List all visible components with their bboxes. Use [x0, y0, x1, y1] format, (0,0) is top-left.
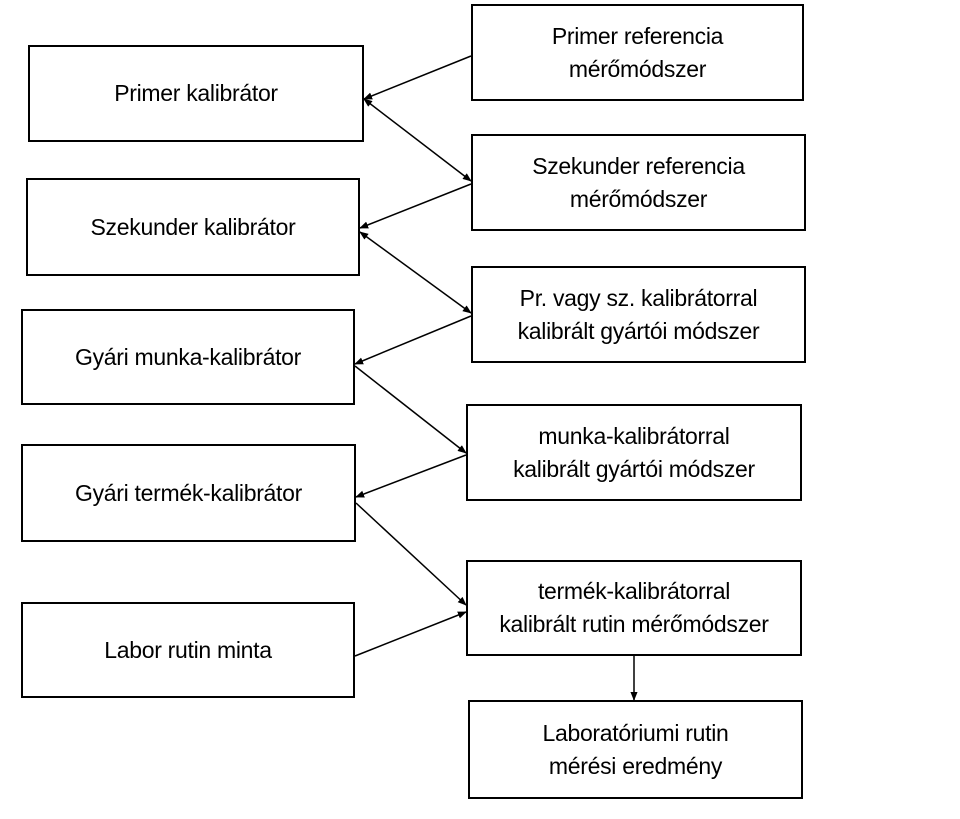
arrow-secondary-ref-to-secondary-cal: [359, 183, 472, 229]
manufacturer-method-working-calibrator-box: munka-kalibrátorral kalibrált gyártói mó…: [466, 404, 802, 501]
arrow-product-cal-to-routine-method: [355, 502, 467, 606]
lab-routine-result-box: Laboratóriumi rutin mérési eredmény: [468, 700, 803, 799]
arrow-secondary-cal-to-manufacturer-method: [359, 231, 472, 314]
box-label-line-2: mérőmódszer: [569, 185, 708, 212]
arrow-sample-to-routine-method: [354, 611, 467, 657]
box-label: Gyári munka-kalibrátor: [74, 343, 302, 370]
lab-routine-sample-box: Labor rutin minta: [21, 602, 355, 698]
box-label: Primer kalibrátor: [114, 80, 278, 106]
box-label-line-1: termék-kalibrátorral: [537, 578, 731, 604]
arrow-primary-ref-to-primary-cal: [363, 55, 472, 100]
primary-calibrator-box: Primer kalibrátor: [28, 45, 364, 142]
box-label-line-1: Pr. vagy sz. kalibrátorral: [519, 284, 758, 311]
primary-reference-method-box: Primer referencia mérőmódszer: [471, 4, 804, 101]
box-label-line-2: kalibrált gyártói módszer: [517, 317, 760, 344]
arrow-primary-cal-to-secondary-ref: [363, 98, 472, 182]
box-label-line-2: mérőmódszer: [568, 55, 707, 82]
secondary-reference-method-box: Szekunder referencia mérőmódszer: [471, 134, 806, 231]
box-label: Gyári termék-kalibrátor: [75, 479, 302, 506]
factory-working-calibrator-box: Gyári munka-kalibrátor: [21, 309, 355, 405]
arrow-working-cal-to-working-method: [354, 365, 467, 454]
arrow-manufacturer-method-to-working-cal: [354, 315, 472, 365]
factory-product-calibrator-box: Gyári termék-kalibrátor: [21, 444, 356, 542]
box-label-line-1: munka-kalibrátorral: [538, 422, 730, 449]
box-label: Szekunder kalibrátor: [90, 213, 296, 240]
arrow-working-method-to-product-cal: [355, 454, 467, 498]
routine-method-product-calibrator-box: termék-kalibrátorral kalibrált rutin mér…: [466, 560, 802, 656]
box-label-line-2: mérési eredmény: [548, 752, 723, 779]
box-label-line-1: Primer referencia: [551, 22, 724, 49]
manufacturer-method-primary-secondary-box: Pr. vagy sz. kalibrátorral kalibrált gyá…: [471, 266, 806, 363]
box-label: Labor rutin minta: [104, 636, 272, 663]
box-label-line-1: Laboratóriumi rutin: [542, 719, 729, 746]
box-label-line-1: Szekunder referencia: [532, 152, 745, 179]
secondary-calibrator-box: Szekunder kalibrátor: [26, 178, 360, 276]
box-label-line-2: kalibrált rutin mérőmódszer: [499, 611, 769, 637]
box-label-line-2: kalibrált gyártói módszer: [513, 455, 755, 482]
